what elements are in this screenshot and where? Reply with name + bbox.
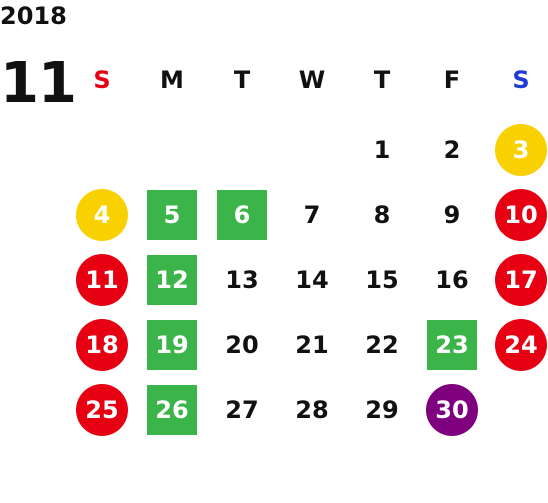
calendar-day[interactable]: 20 [225,331,259,359]
calendar-day[interactable]: 18 [76,319,128,371]
weekday-header: M [160,66,184,94]
calendar-day[interactable]: 21 [295,331,329,359]
calendar-day[interactable]: 24 [495,319,547,371]
calendar-day[interactable]: 25 [76,384,128,436]
calendar-day[interactable]: 22 [365,331,399,359]
weekday-header: S [512,66,530,94]
calendar-day[interactable]: 4 [76,189,128,241]
calendar-day[interactable]: 5 [147,190,197,240]
calendar-day[interactable]: 2 [443,136,461,164]
calendar-day[interactable]: 11 [76,254,128,306]
calendar-day[interactable]: 14 [295,266,329,294]
calendar-day[interactable]: 1 [373,136,391,164]
calendar-day[interactable]: 8 [373,201,391,229]
calendar-day[interactable]: 10 [495,189,547,241]
calendar-day[interactable]: 13 [225,266,259,294]
calendar-day[interactable]: 29 [365,396,399,424]
calendar-day[interactable]: 23 [427,320,477,370]
calendar-day[interactable]: 15 [365,266,399,294]
calendar-day[interactable]: 26 [147,385,197,435]
calendar-day[interactable]: 19 [147,320,197,370]
calendar-day[interactable]: 16 [435,266,469,294]
calendar-day[interactable]: 7 [303,201,321,229]
calendar-day[interactable]: 30 [426,384,478,436]
calendar-year: 2018 [0,2,67,30]
calendar-day[interactable]: 12 [147,255,197,305]
calendar-day[interactable]: 6 [217,190,267,240]
weekday-header: S [93,66,111,94]
weekday-header: T [373,66,391,94]
calendar-day[interactable]: 27 [225,396,259,424]
weekday-header: F [443,66,461,94]
weekday-header: T [233,66,251,94]
weekday-header: W [298,66,326,94]
calendar-day[interactable]: 3 [495,124,547,176]
calendar-month: 11 [0,51,77,116]
calendar-day[interactable]: 9 [443,201,461,229]
calendar-day[interactable]: 17 [495,254,547,306]
calendar-day[interactable]: 28 [295,396,329,424]
